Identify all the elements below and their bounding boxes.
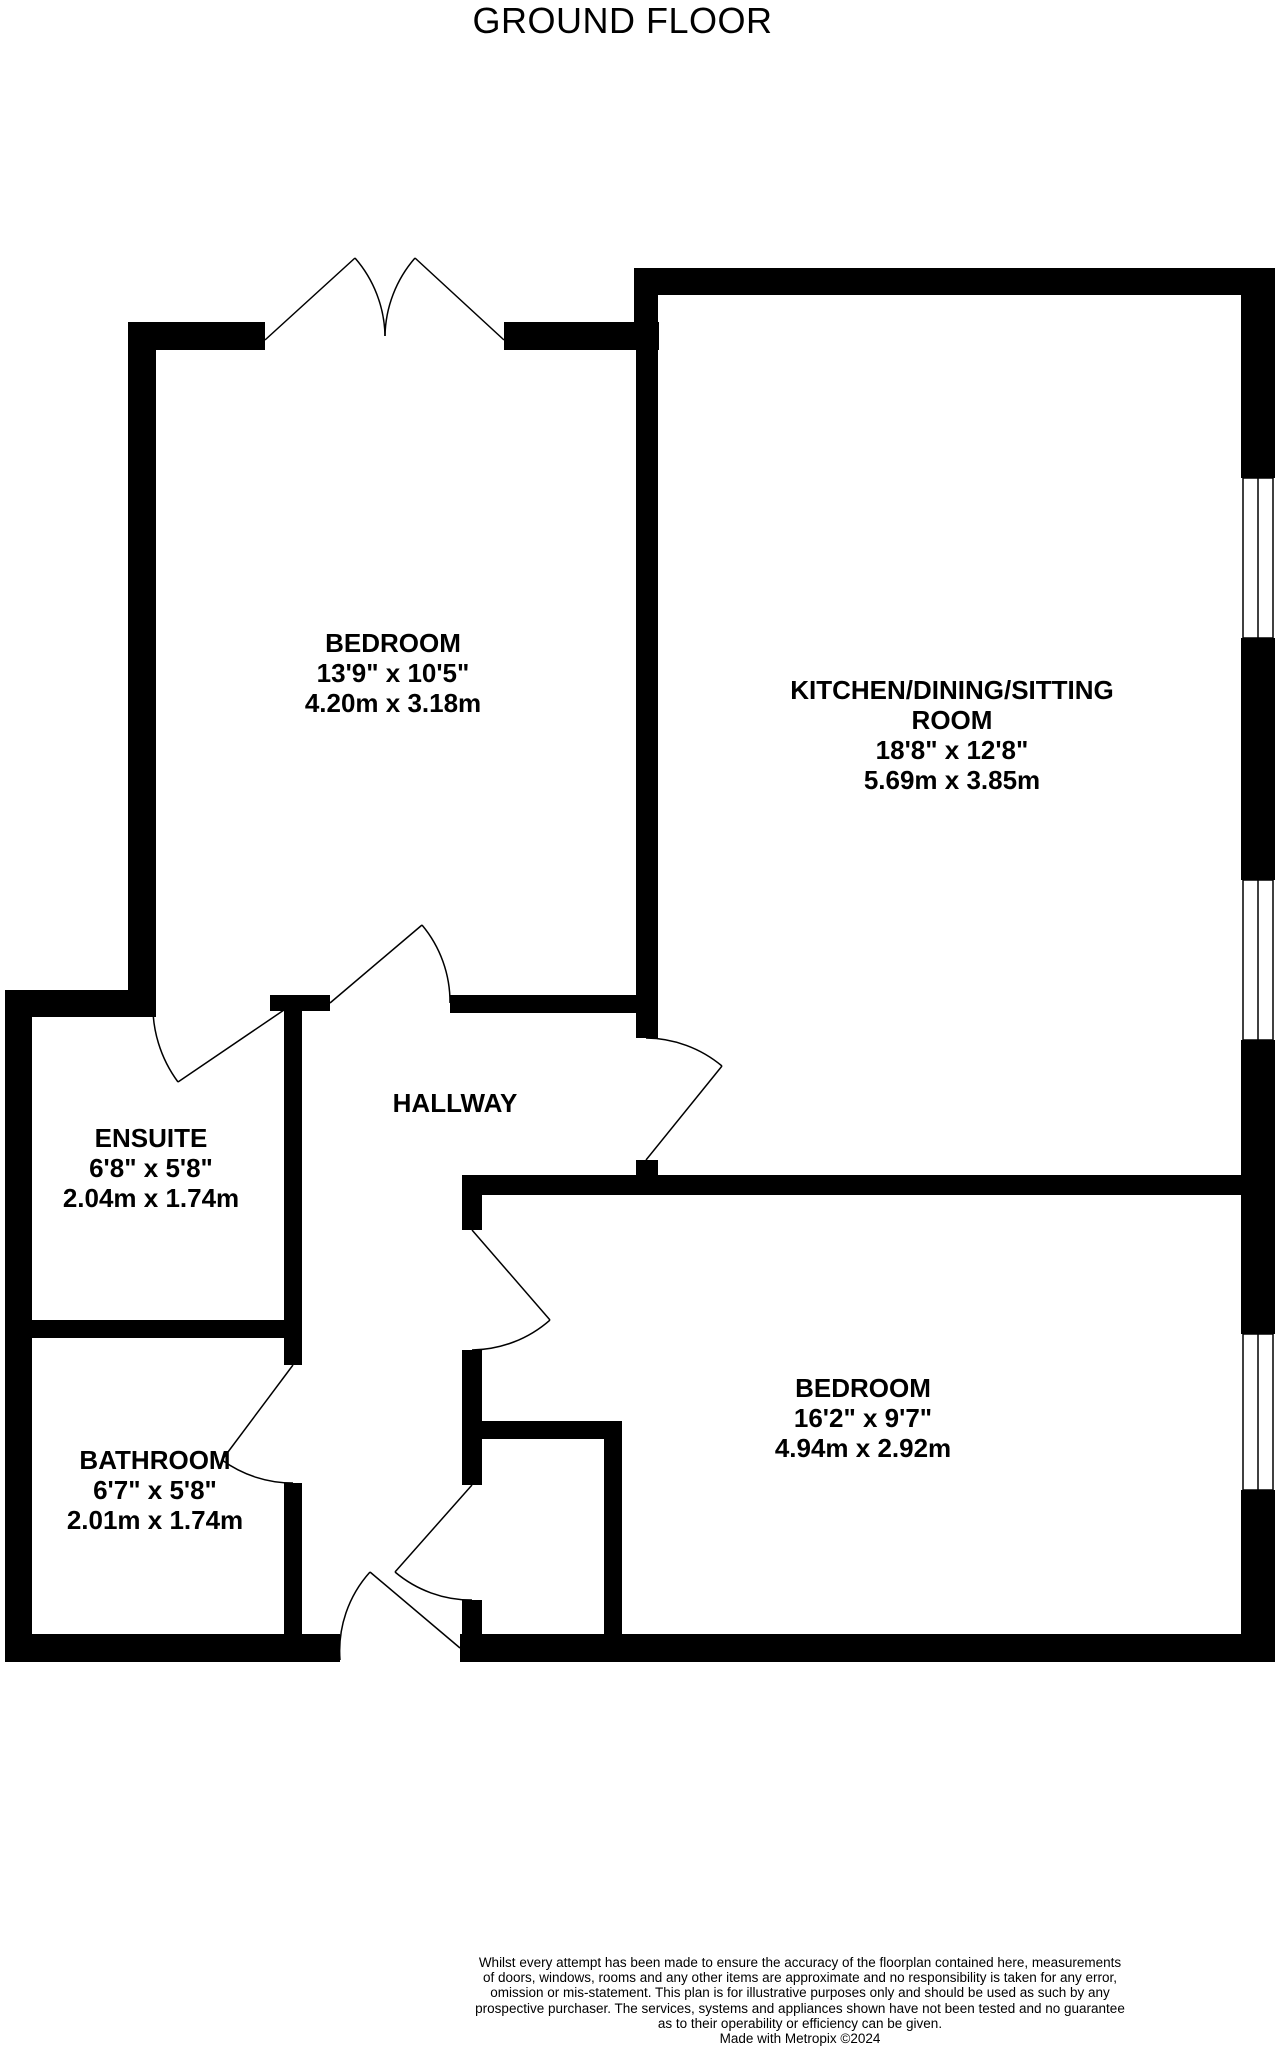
room-bedroom-1: BEDROOM 13'9" x 10'5" 4.20m x 3.18m — [305, 628, 481, 718]
wall — [270, 995, 330, 1011]
door-leaf — [394, 1484, 473, 1573]
room-metric: 2.04m x 1.74m — [62, 1183, 240, 1213]
wall — [636, 322, 658, 1032]
door-swing — [394, 1571, 473, 1601]
disclaimer-line: as to their operability or efficiency ca… — [657, 2015, 943, 2031]
room-imperial: 13'9" x 10'5" — [316, 658, 470, 688]
room-name: BEDROOM — [795, 1373, 931, 1403]
room-imperial: 18'8" x 12'8" — [875, 735, 1029, 765]
wall — [462, 1175, 1275, 1195]
room-bedroom-2: BEDROOM 16'2" x 9'7" 4.94m x 2.92m — [775, 1373, 951, 1463]
wall — [504, 322, 659, 350]
room-ensuite: ENSUITE 6'8" x 5'8" 2.04m x 1.74m — [63, 1123, 239, 1213]
room-name: HALLWAY — [392, 1088, 518, 1118]
wall — [1241, 1182, 1275, 1334]
door-leaf — [329, 924, 423, 1004]
wall — [32, 1320, 302, 1338]
door-swing — [152, 999, 179, 1083]
wall — [450, 995, 658, 1013]
door-swing — [338, 1571, 371, 1661]
wall — [634, 268, 1274, 295]
door-leaf — [177, 1009, 285, 1083]
door-leaf — [221, 1364, 294, 1461]
walls — [5, 268, 1275, 1662]
door-leaf — [264, 257, 356, 341]
room-name: ENSUITE — [94, 1123, 208, 1153]
wall — [5, 1634, 340, 1662]
room-name: BEDROOM — [325, 628, 461, 658]
wall — [284, 995, 302, 1365]
door-leaf — [414, 257, 505, 341]
wall — [604, 1421, 622, 1634]
door-leaf — [369, 1571, 461, 1649]
room-metric: 4.20m x 3.18m — [304, 688, 482, 718]
room-hallway: HALLWAY — [393, 1088, 518, 1118]
door-swing — [384, 257, 416, 337]
wall — [1241, 638, 1275, 880]
wall — [1241, 1040, 1275, 1182]
room-metric: 2.01m x 1.74m — [66, 1505, 244, 1535]
room-name: KITCHEN/DINING/SITTING — [790, 675, 1114, 705]
wall — [462, 1600, 482, 1634]
floor-title: GROUND FLOOR — [472, 0, 773, 41]
room-imperial: 6'7" x 5'8" — [93, 1475, 217, 1505]
door-swing — [471, 1319, 551, 1351]
door-swing — [645, 1037, 723, 1067]
wall — [634, 268, 658, 348]
wall — [460, 1634, 1275, 1662]
wall — [1241, 1490, 1275, 1662]
disclaimer-line: Whilst every attempt has been made to en… — [478, 1955, 1122, 1970]
room-imperial: 16'2" x 9'7" — [793, 1403, 933, 1433]
wall — [284, 1483, 302, 1634]
room-metric: 5.69m x 3.85m — [863, 765, 1041, 795]
door-swing — [421, 924, 451, 1004]
windows — [1242, 477, 1274, 1491]
wall — [462, 1421, 622, 1439]
room-bathroom: BATHROOM 6'7" x 5'8" 2.01m x 1.74m — [67, 1445, 243, 1535]
wall — [128, 322, 156, 997]
door-swing — [354, 257, 386, 337]
room-kitchen: KITCHEN/DINING/SITTING ROOM 18'8" x 12'8… — [790, 675, 1114, 795]
room-name: BATHROOM — [79, 1445, 231, 1475]
door-swing — [221, 1459, 294, 1484]
room-metric: 4.94m x 2.92m — [774, 1433, 952, 1463]
door-leaf — [471, 1229, 551, 1321]
wall — [462, 1175, 482, 1230]
wall — [5, 990, 32, 1662]
wall — [636, 995, 658, 1038]
room-name-line-2: ROOM — [911, 705, 993, 735]
doors — [152, 257, 723, 1661]
door-leaf — [645, 1065, 723, 1161]
room-imperial: 6'8" x 5'8" — [89, 1153, 213, 1183]
wall — [1241, 268, 1275, 478]
wall — [462, 1350, 482, 1485]
disclaimer-line: of doors, windows, rooms and any other i… — [482, 1970, 1118, 1986]
disclaimer-line: prospective purchaser. The services, sys… — [475, 2000, 1125, 2016]
disclaimer: Whilst every attempt has been made to en… — [440, 1955, 1160, 2046]
credit: Made with Metropix ©2024 — [719, 2031, 881, 2047]
disclaimer-line: omission or mis-statement. This plan is … — [490, 1985, 1110, 2001]
